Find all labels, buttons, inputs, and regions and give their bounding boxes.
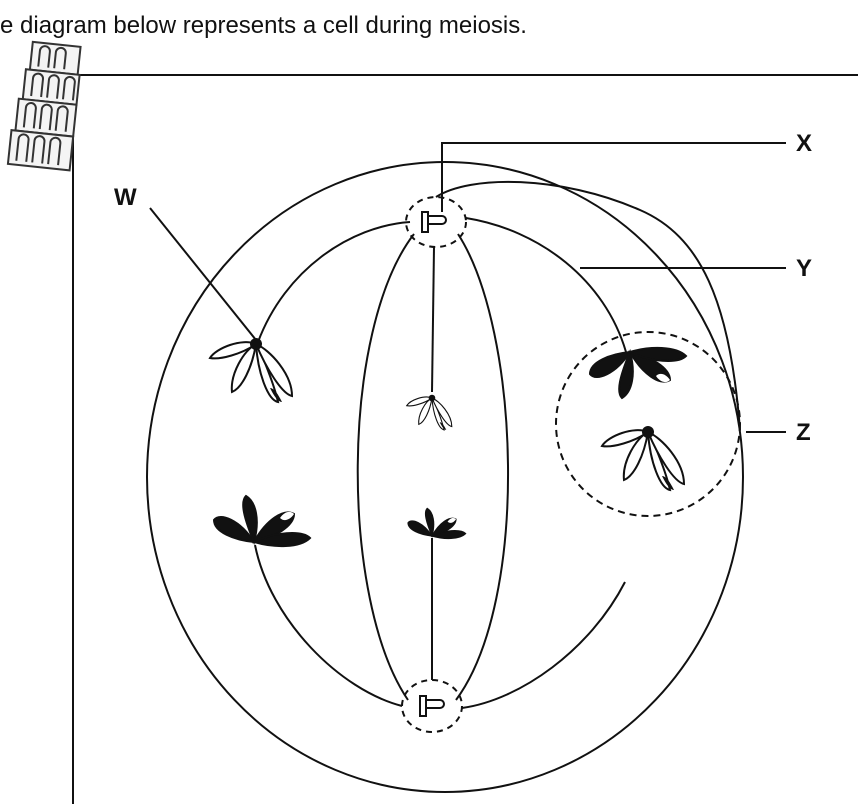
label-y: Y (796, 255, 812, 282)
chromosome-pair-center-upper (407, 395, 452, 430)
label-z: Z (796, 419, 811, 446)
chromosome-pair-lower-left (214, 496, 310, 546)
centrosome-top (406, 197, 466, 247)
chromosome-pair-upper-left (210, 338, 292, 402)
label-x: X (796, 130, 812, 157)
chromosome-pair-right-lower (602, 426, 684, 490)
spindle-fibers (255, 182, 740, 708)
chromosome-pair-center-lower (408, 508, 466, 538)
centrosome-bottom (402, 680, 462, 732)
cell-membrane (147, 162, 743, 792)
chromosome-pair-right-upper (590, 348, 686, 398)
label-w: W (114, 184, 137, 211)
